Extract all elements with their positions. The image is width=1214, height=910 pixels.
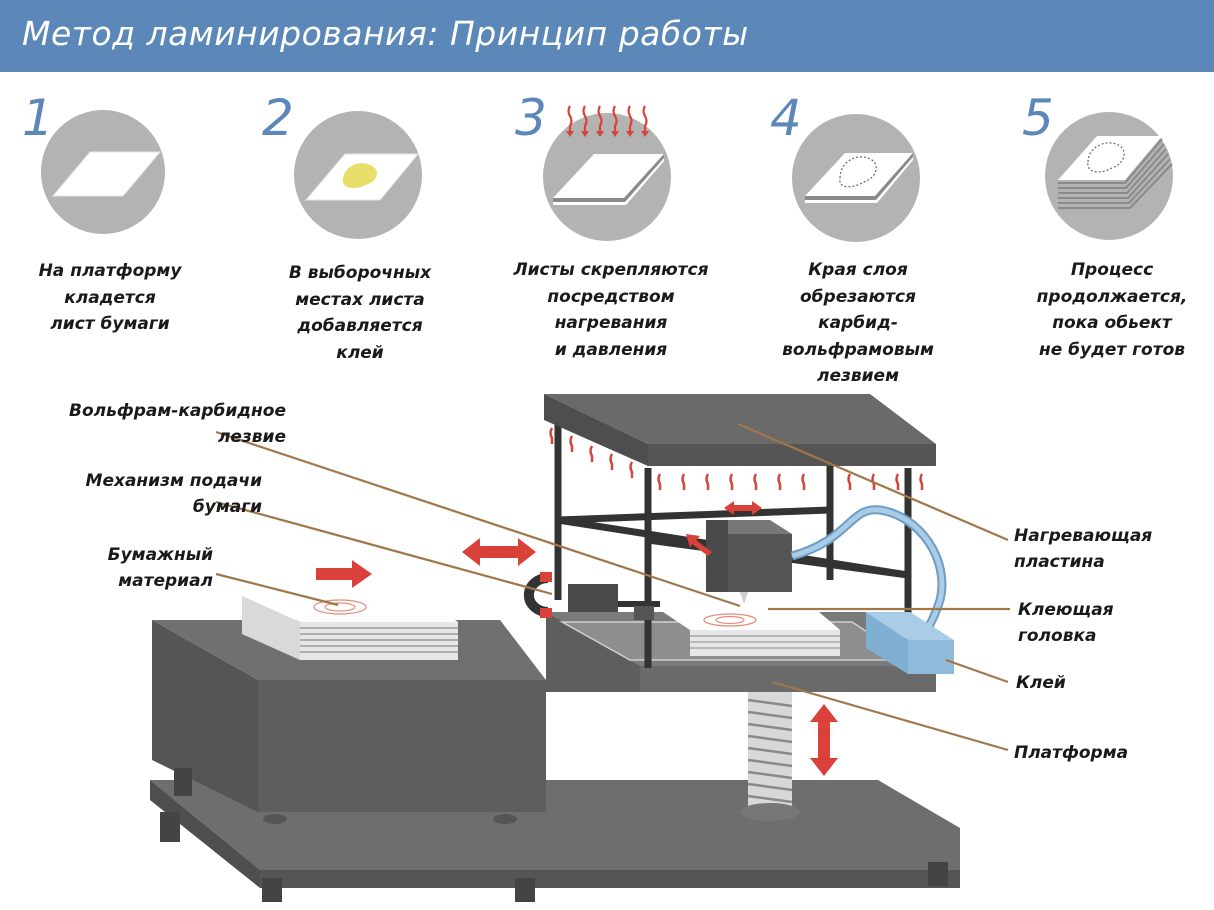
heating-plate xyxy=(544,394,936,466)
paper-sheet-icon xyxy=(41,110,165,234)
stacked-layers-icon xyxy=(1045,112,1173,240)
heat-arrows xyxy=(549,427,924,490)
glue-tank xyxy=(866,612,954,674)
glue-hose xyxy=(790,505,947,636)
step-2-number: 2 xyxy=(262,89,294,147)
step-2-text: В выборочных местах листа добавляется кл… xyxy=(288,263,432,363)
page-title: Метод ламинирования: Принцип работы xyxy=(22,14,749,53)
step-4-text: Края слоя обрезаются карбид- вольфрамовы… xyxy=(782,260,934,386)
step-3-number: 3 xyxy=(515,89,547,147)
cut-outline-icon xyxy=(792,114,920,242)
motion-arrows xyxy=(316,501,838,776)
step-5-text: Процесс продолжается, пока обьект не буд… xyxy=(1036,260,1188,360)
step-3-text: Листы скрепляются посредством нагревания… xyxy=(513,260,709,360)
label-heating-plate: Нагревающая пластина xyxy=(1014,526,1153,572)
label-blade: Вольфрам-карбидное лезвие xyxy=(69,401,286,447)
step-1-number: 1 xyxy=(22,89,54,147)
label-paper-material: Бумажный материал xyxy=(107,545,213,591)
workpiece-stack xyxy=(654,606,840,656)
step-5-number: 5 xyxy=(1022,89,1054,147)
paper-stack xyxy=(242,596,458,660)
label-platform: Платформа xyxy=(1014,743,1129,763)
header-bar: Метод ламинирования: Принцип работы xyxy=(0,0,1214,72)
step-4-number: 4 xyxy=(770,89,802,147)
glue-spot-icon xyxy=(294,111,422,239)
step-1-text: На платформу кладется лист бумаги xyxy=(38,261,182,334)
lift-screw xyxy=(740,692,800,821)
label-glue: Клей xyxy=(1016,673,1066,693)
paper-feed-mechanism xyxy=(523,572,660,620)
glue-head xyxy=(706,520,792,604)
label-glue-head: Клеющая головка xyxy=(1018,600,1114,646)
heat-press-icon xyxy=(543,105,671,241)
leader-lines xyxy=(215,422,1010,752)
label-feed-mechanism: Механизм подачи бумаги xyxy=(85,471,262,517)
